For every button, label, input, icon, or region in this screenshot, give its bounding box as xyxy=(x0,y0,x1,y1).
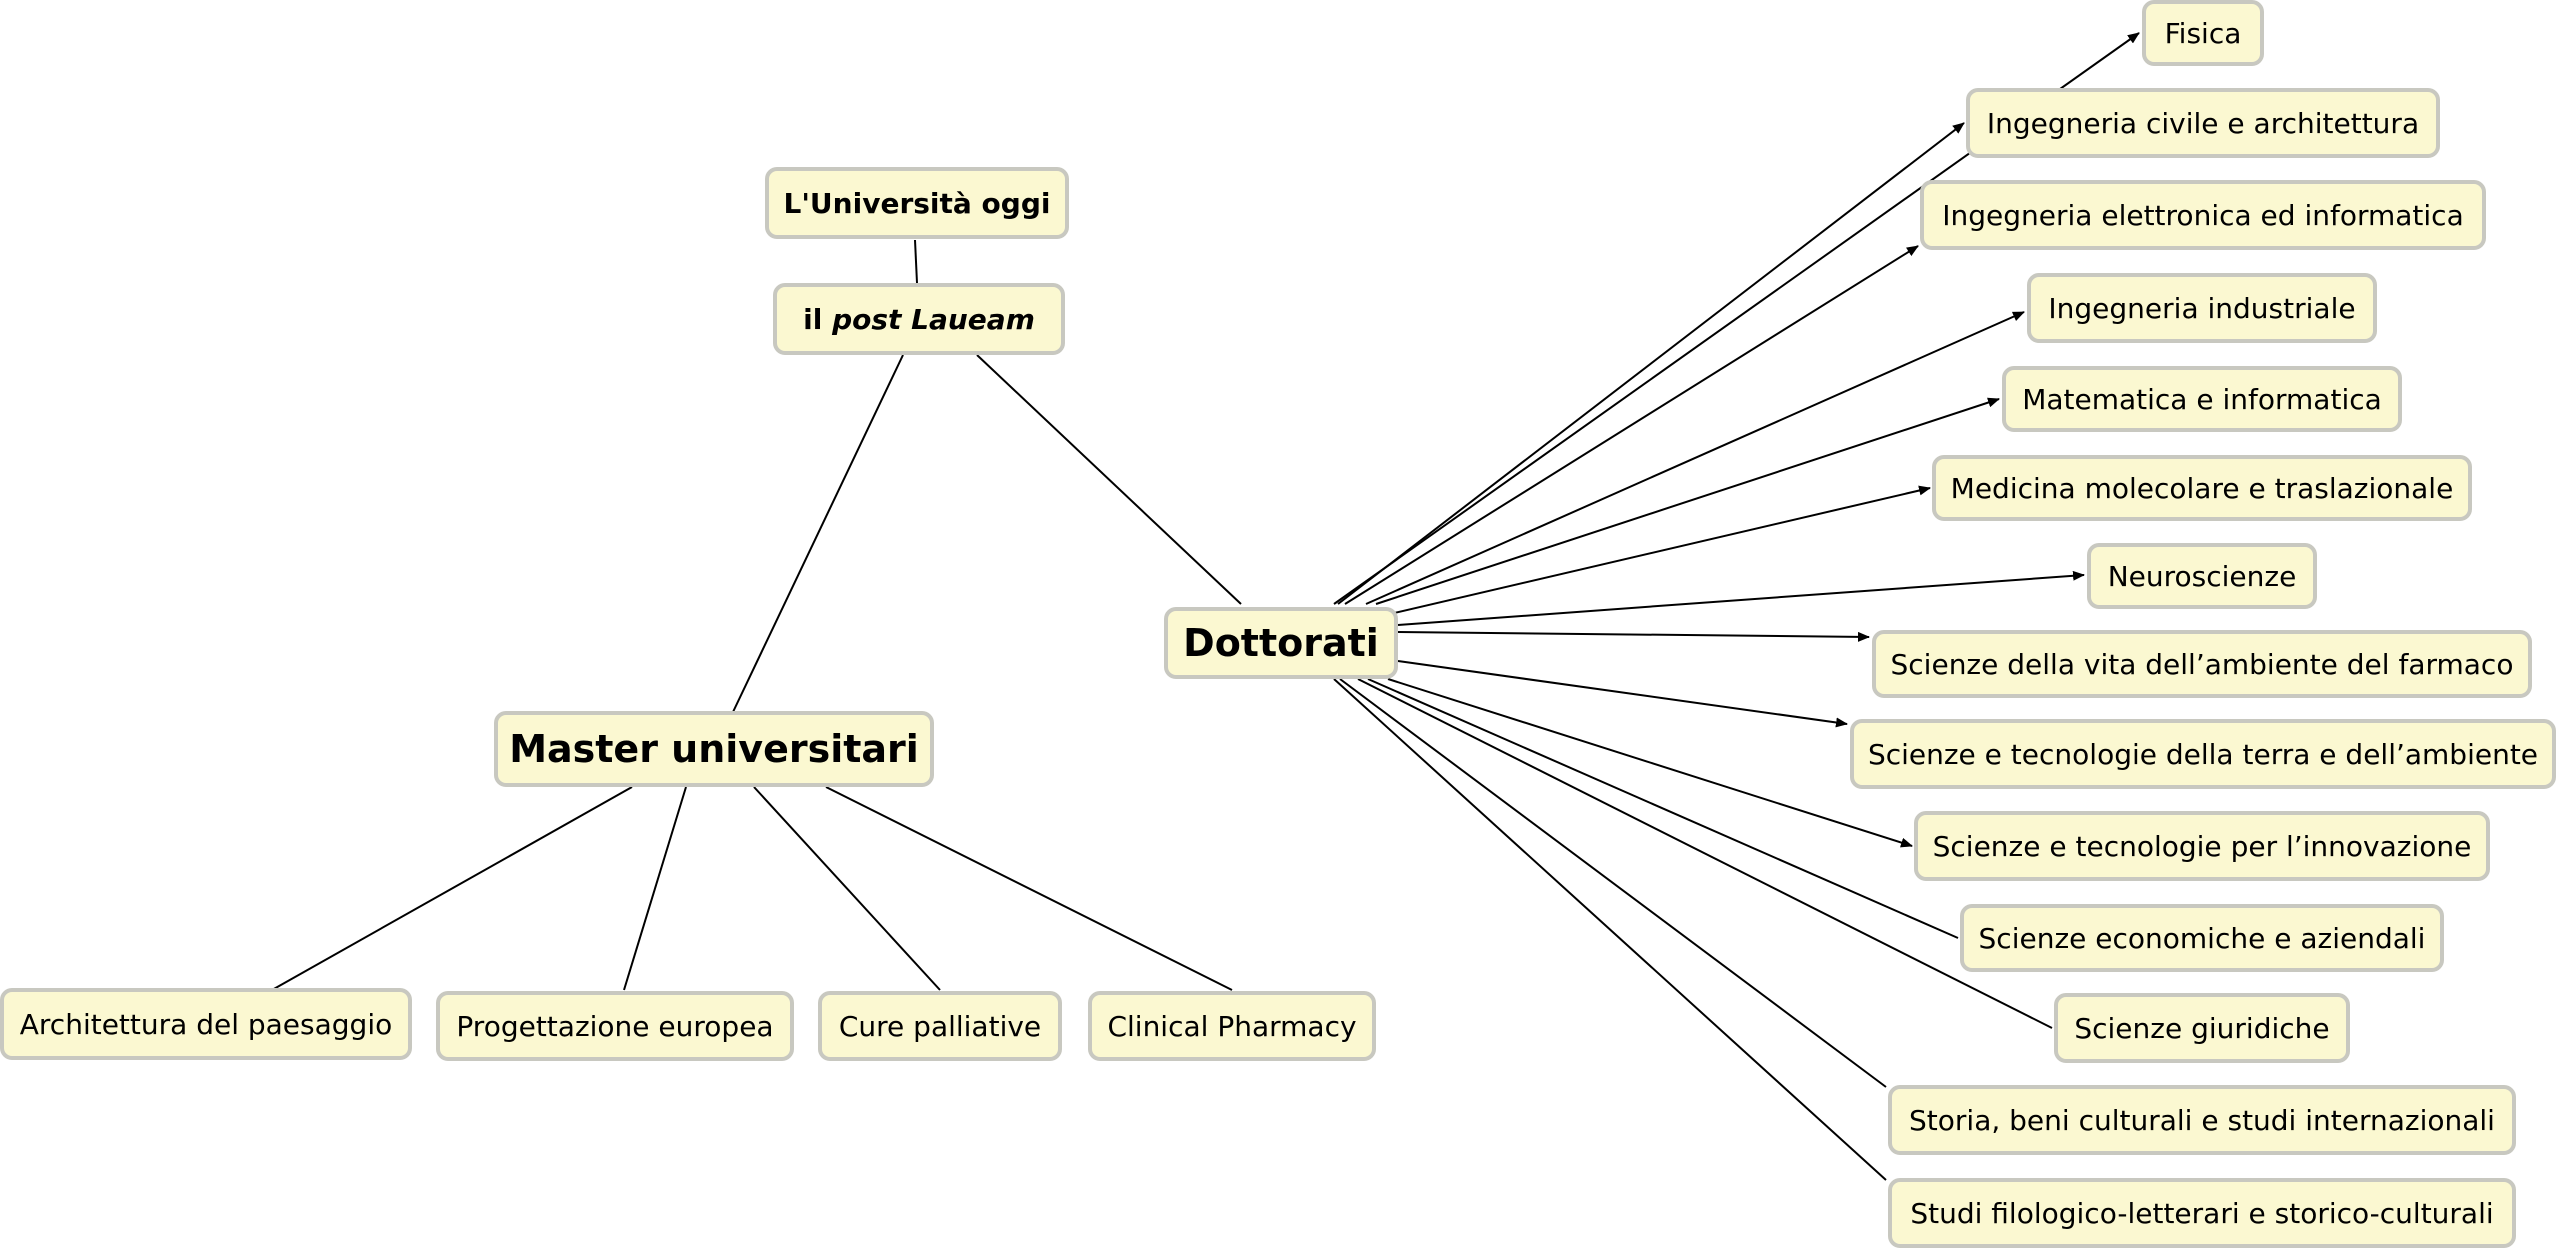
node-clinical-pharmacy-label: Clinical Pharmacy xyxy=(1107,1009,1357,1043)
node-master-universitari-label: Master universitari xyxy=(509,727,919,771)
node-medicina-molecolare[interactable]: Medicina molecolare e traslazionale xyxy=(1932,455,2472,521)
node-ingegneria-industriale-label: Ingegneria industriale xyxy=(2048,291,2356,325)
edge-dottorati-innovazione xyxy=(1387,678,1913,848)
node-universita-oggi[interactable]: L'Università oggi xyxy=(765,167,1069,239)
edge-master-progettazione xyxy=(623,786,687,991)
node-matematica-informatica[interactable]: Matematica e informatica xyxy=(2002,366,2402,432)
edge-dottorati-ingegneria-elettronica xyxy=(1344,245,1919,605)
edge-dottorati-matematica xyxy=(1375,397,2000,605)
edge-universita-post xyxy=(914,239,918,284)
node-post-lauream-italic: post Laueam xyxy=(832,302,1035,336)
node-scienze-giuridiche[interactable]: Scienze giuridiche xyxy=(2054,993,2350,1063)
node-cure-palliative[interactable]: Cure palliative xyxy=(818,991,1062,1061)
node-scienze-vita-ambiente-farmaco[interactable]: Scienze della vita dell’ambiente del far… xyxy=(1872,630,2532,698)
node-storia-beni-culturali[interactable]: Storia, beni culturali e studi internazi… xyxy=(1888,1085,2516,1155)
edge-post-master xyxy=(732,354,904,713)
edge-dottorati-ingegneria-civile xyxy=(1337,122,1965,605)
node-architettura-del-paesaggio-label: Architettura del paesaggio xyxy=(19,1007,393,1041)
node-cure-palliative-label: Cure palliative xyxy=(838,1009,1042,1043)
node-scienze-tecnologie-terra[interactable]: Scienze e tecnologie della terra e dell’… xyxy=(1850,719,2556,789)
node-fisica-label: Fisica xyxy=(2164,16,2242,50)
node-post-lauream[interactable]: il post Laueam xyxy=(773,283,1065,355)
edge-dottorati-medicina xyxy=(1389,485,1931,615)
edge-dottorati-scienze-terra xyxy=(1397,660,1848,728)
node-progettazione-europea[interactable]: Progettazione europea xyxy=(436,991,794,1061)
node-matematica-informatica-label: Matematica e informatica xyxy=(2022,382,2382,416)
edge-post-dottorati xyxy=(976,354,1242,605)
node-master-universitari[interactable]: Master universitari xyxy=(494,711,934,787)
edge-dottorati-economiche xyxy=(1367,678,1959,939)
node-scienze-economiche-label: Scienze economiche e aziendali xyxy=(1978,921,2426,955)
node-scienze-giuridiche-label: Scienze giuridiche xyxy=(2074,1011,2330,1045)
node-scienze-economiche[interactable]: Scienze economiche e aziendali xyxy=(1960,904,2444,972)
node-dottorati-label: Dottorati xyxy=(1183,621,1379,665)
edge-master-architettura xyxy=(271,786,633,991)
node-studi-filologico-label: Studi filologico-letterari e storico-cul… xyxy=(1910,1196,2494,1230)
edge-master-cure xyxy=(753,786,941,991)
node-scienze-tecnologie-innovazione[interactable]: Scienze e tecnologie per l’innovazione xyxy=(1914,811,2490,881)
edge-dottorati-filologico xyxy=(1333,678,1887,1181)
node-progettazione-europea-label: Progettazione europea xyxy=(456,1009,774,1043)
node-neuroscienze[interactable]: Neuroscienze xyxy=(2087,543,2317,609)
node-dottorati[interactable]: Dottorati xyxy=(1164,607,1398,679)
edge-dottorati-giuridiche xyxy=(1357,678,2053,1029)
node-medicina-molecolare-label: Medicina molecolare e traslazionale xyxy=(1950,471,2454,505)
edge-dottorati-neuroscienze xyxy=(1397,570,2085,626)
node-fisica[interactable]: Fisica xyxy=(2142,0,2264,66)
edge-master-clinical xyxy=(825,786,1233,991)
node-post-lauream-label: il post Laueam xyxy=(803,303,1035,336)
node-ingegneria-elettronica[interactable]: Ingegneria elettronica ed informatica xyxy=(1920,180,2486,250)
node-scienze-tecnologie-terra-label: Scienze e tecnologie della terra e dell’… xyxy=(1867,737,2539,771)
node-ingegneria-civile[interactable]: Ingegneria civile e architettura xyxy=(1966,88,2440,158)
edge-dottorati-ingegneria-industriale xyxy=(1365,311,2025,605)
node-universita-oggi-label: L'Università oggi xyxy=(783,186,1051,220)
node-scienze-tecnologie-innovazione-label: Scienze e tecnologie per l’innovazione xyxy=(1932,829,2472,863)
node-ingegneria-industriale[interactable]: Ingegneria industriale xyxy=(2027,273,2377,343)
node-ingegneria-civile-label: Ingegneria civile e architettura xyxy=(1986,106,2420,140)
node-post-lauream-prefix: il xyxy=(803,302,833,336)
edge-dottorati-scienze-vita xyxy=(1397,631,1870,642)
node-studi-filologico[interactable]: Studi filologico-letterari e storico-cul… xyxy=(1888,1178,2516,1248)
node-architettura-del-paesaggio[interactable]: Architettura del paesaggio xyxy=(0,988,412,1060)
node-clinical-pharmacy[interactable]: Clinical Pharmacy xyxy=(1088,991,1376,1061)
node-storia-beni-culturali-label: Storia, beni culturali e studi internazi… xyxy=(1909,1103,2495,1137)
node-scienze-vita-ambiente-farmaco-label: Scienze della vita dell’ambiente del far… xyxy=(1890,647,2514,681)
node-ingegneria-elettronica-label: Ingegneria elettronica ed informatica xyxy=(1942,198,2464,232)
node-neuroscienze-label: Neuroscienze xyxy=(2107,559,2297,593)
edge-dottorati-storia xyxy=(1339,678,1887,1088)
